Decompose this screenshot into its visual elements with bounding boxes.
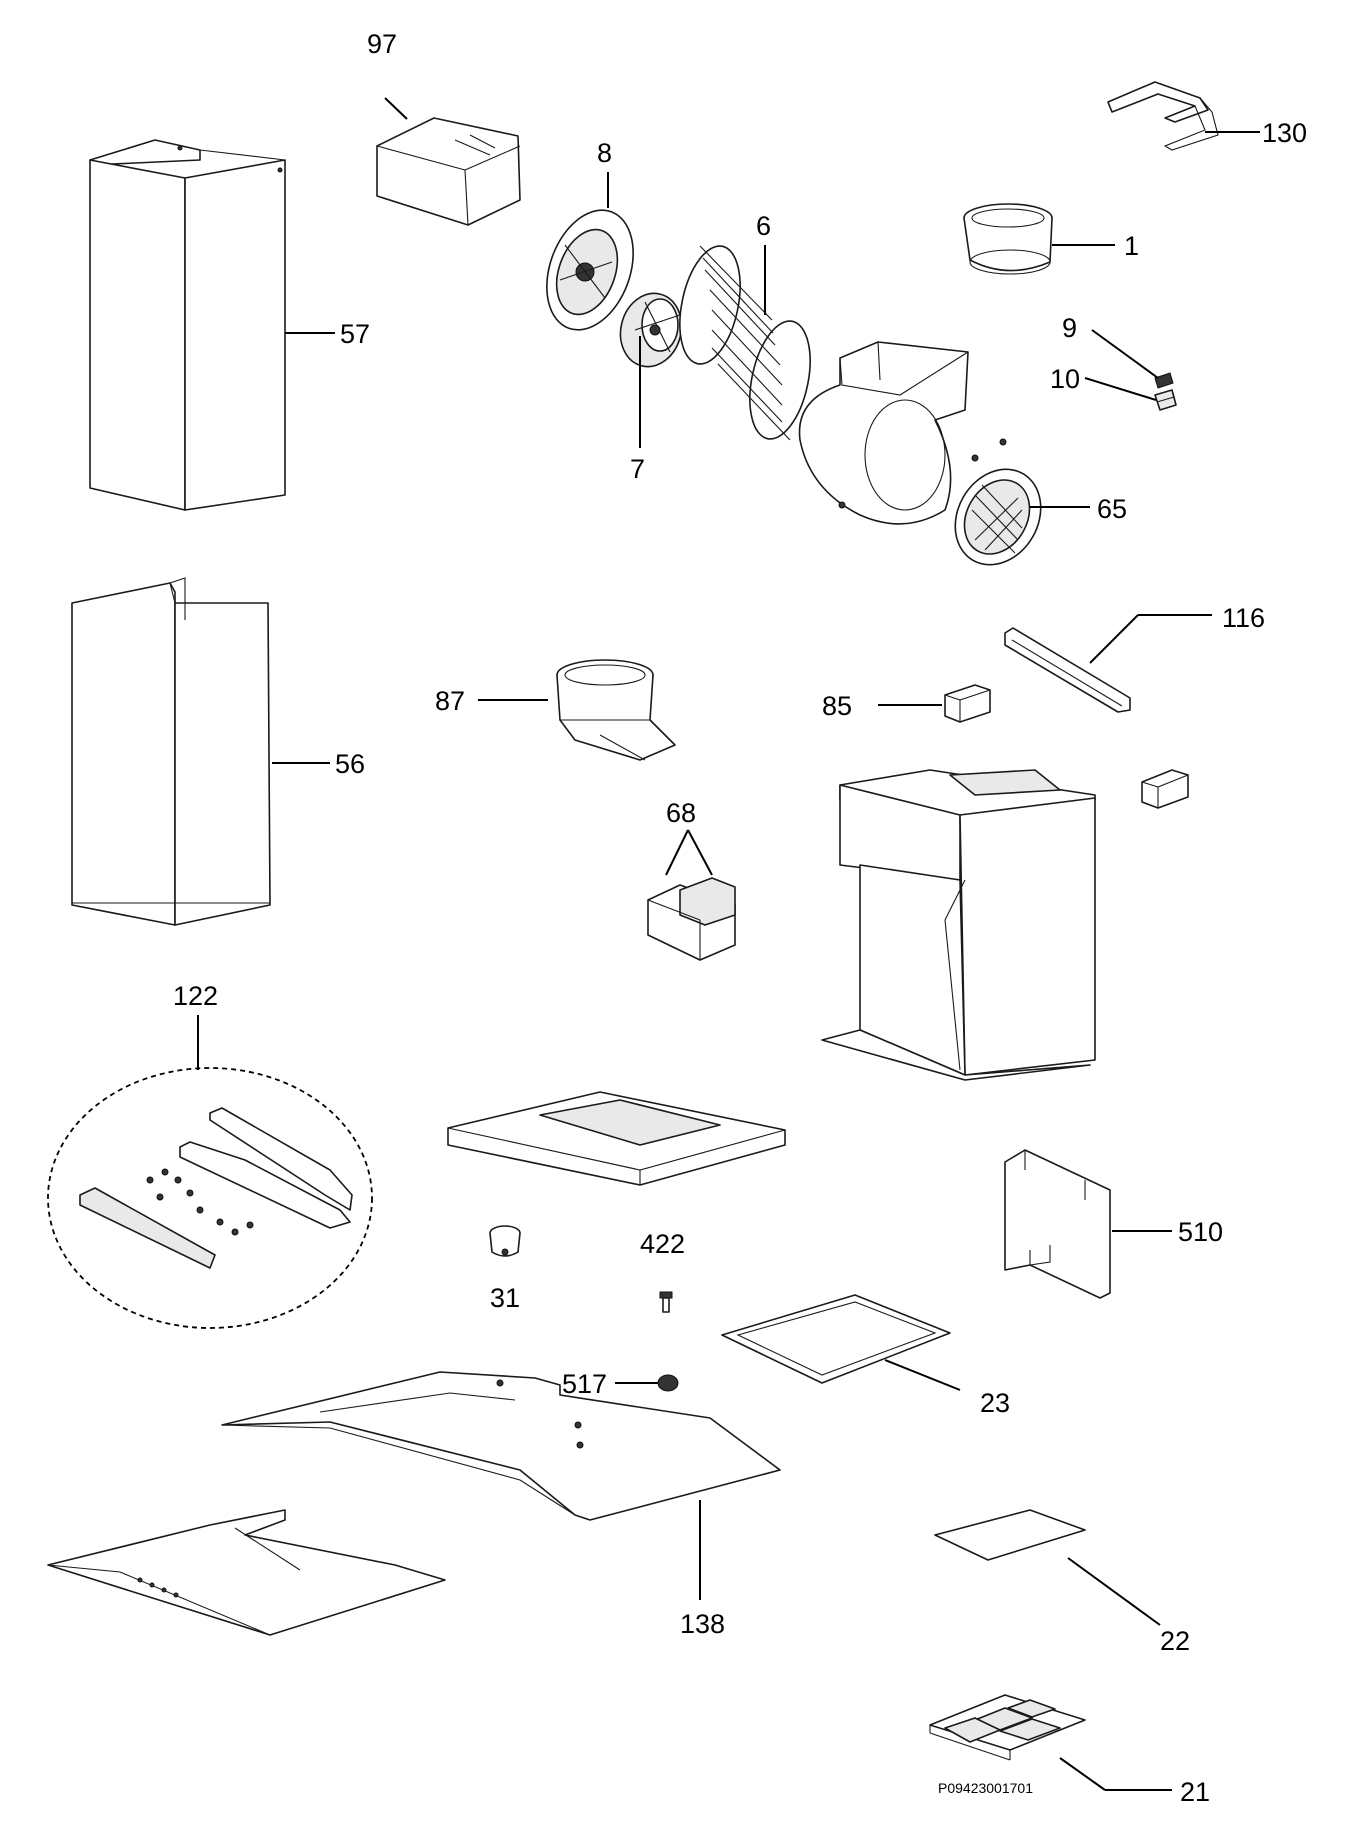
leader-10 — [1084, 377, 1157, 401]
leader-21 — [1059, 1757, 1106, 1791]
part-31-lamp-holder — [489, 1225, 521, 1257]
part-main-frame — [821, 769, 1096, 1081]
label-65: 65 — [1097, 494, 1127, 524]
part-56-lower-chimney-cover — [71, 577, 271, 926]
leader-9 — [1091, 329, 1159, 379]
part-65-grille — [954, 468, 1042, 566]
part-22-filter-pad — [934, 1509, 1086, 1561]
part-85-switch-box — [944, 684, 991, 723]
leader-68a — [665, 829, 689, 876]
label-1: 1 — [1124, 231, 1139, 261]
part-small-box — [1141, 769, 1189, 809]
part-122-control-panel-set — [47, 1067, 373, 1329]
part-blower-housing — [798, 341, 1007, 525]
leader-22 — [1067, 1557, 1161, 1626]
label-6: 6 — [756, 211, 771, 241]
part-510-cover-plate — [1004, 1149, 1111, 1299]
part-inner-frame — [447, 1091, 786, 1186]
part-23-grease-filter — [721, 1294, 951, 1384]
part-138-canopy — [221, 1371, 781, 1521]
part-68-electronic-module — [647, 877, 736, 961]
label-97: 97 — [367, 29, 397, 59]
label-56: 56 — [335, 749, 365, 779]
label-510: 510 — [1178, 1217, 1223, 1247]
part-7-motor — [619, 292, 683, 368]
part-116-rail — [1004, 627, 1131, 713]
part-97-connector-box — [376, 117, 521, 226]
label-31: 31 — [490, 1283, 520, 1313]
label-7: 7 — [630, 454, 645, 484]
label-422: 422 — [640, 1229, 685, 1259]
leader-68b — [687, 829, 713, 876]
part-10-nut — [1154, 389, 1177, 411]
label-138: 138 — [680, 1609, 725, 1639]
label-10: 10 — [1050, 364, 1080, 394]
label-8: 8 — [597, 138, 612, 168]
part-6-blower-wheel — [679, 245, 811, 441]
label-22: 22 — [1160, 1626, 1190, 1656]
label-517: 517 — [562, 1369, 607, 1399]
label-23: 23 — [980, 1388, 1010, 1418]
label-9: 9 — [1062, 313, 1077, 343]
label-57: 57 — [340, 319, 370, 349]
label-21: 21 — [1180, 1777, 1210, 1807]
part-9-clip — [1154, 372, 1174, 389]
part-422-screw — [659, 1291, 673, 1313]
drawing-code: P09423001701 — [938, 1780, 1033, 1796]
label-116: 116 — [1222, 603, 1265, 633]
label-68: 68 — [666, 798, 696, 828]
part-130-bracket — [1107, 81, 1219, 151]
part-87-air-guide — [556, 659, 676, 761]
label-130: 130 — [1262, 118, 1307, 148]
leader-116 — [1089, 614, 1139, 664]
leader-23 — [884, 1359, 961, 1391]
part-8-motor-plate — [546, 209, 634, 331]
part-front-panel — [47, 1509, 446, 1636]
label-87: 87 — [435, 686, 465, 716]
part-517-knob — [657, 1374, 679, 1392]
part-57-upper-chimney-cover — [89, 139, 286, 511]
label-122: 122 — [173, 981, 218, 1011]
label-85: 85 — [822, 691, 852, 721]
part-1-collar — [963, 203, 1053, 275]
leader-97 — [384, 97, 408, 120]
part-21-filter-frame — [929, 1694, 1086, 1761]
